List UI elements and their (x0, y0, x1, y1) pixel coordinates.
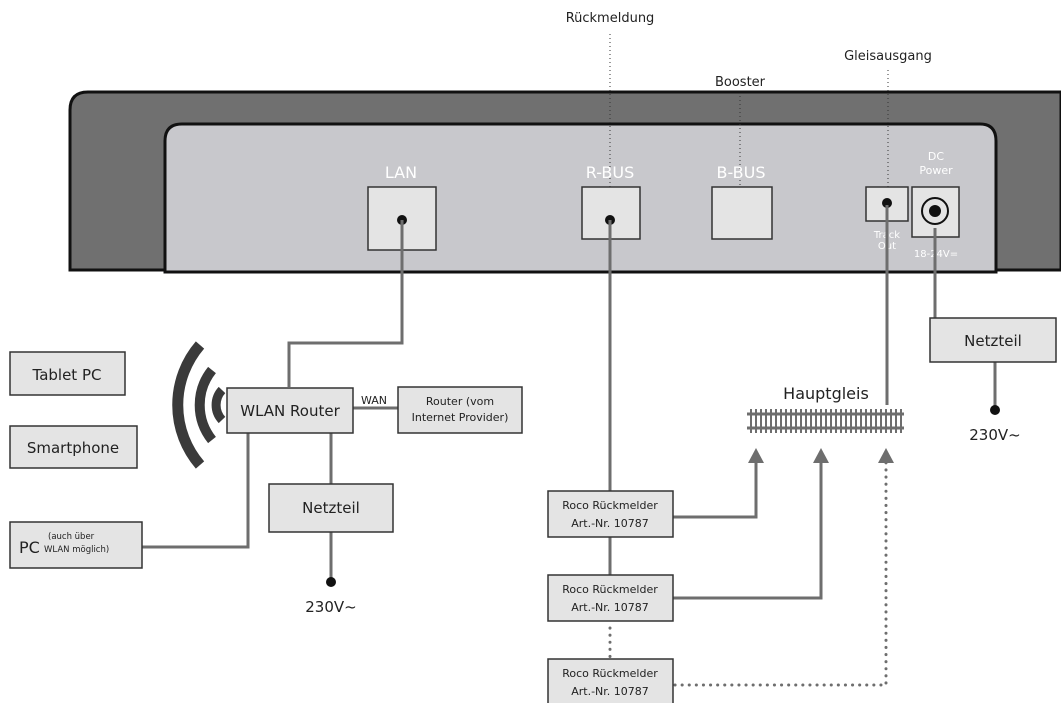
module-2-line1: Roco Rückmelder (562, 583, 658, 596)
wire-router-pc (142, 433, 250, 549)
label-hauptgleis: Hauptgleis (783, 384, 869, 403)
wire-module2-track (673, 462, 823, 600)
plug-dot-right (990, 405, 1000, 415)
feedback-module-1: Roco Rückmelder Art.-Nr. 10787 (547, 490, 674, 538)
module-3-line2: Art.-Nr. 10787 (571, 685, 649, 698)
plug-dot-left (326, 577, 336, 587)
wlan-router-box (226, 387, 354, 434)
tablet-pc-box (9, 351, 126, 396)
smartphone-box (9, 425, 138, 469)
arrow-2 (813, 448, 829, 463)
dotted-module3-track (673, 460, 888, 687)
pc-box (9, 521, 143, 569)
isp-router-line2: Internet Provider) (412, 411, 509, 424)
netzteil-right-box (929, 317, 1057, 363)
tablet-pc-label: Tablet PC (32, 366, 102, 384)
wire-lan-router (287, 220, 404, 387)
smartphone-label: Smartphone (27, 439, 119, 457)
pc-note-2: WLAN möglich) (44, 545, 109, 555)
wire-module1-track (673, 462, 758, 519)
label-gleisausgang: Gleisausgang (844, 49, 932, 64)
voltage-right-label: 230V~ (969, 426, 1020, 444)
dc-jack-ring (921, 197, 949, 225)
feedback-module-3: Roco Rückmelder Art.-Nr. 10787 (547, 658, 674, 703)
netzteil-left-label: Netzteil (302, 499, 360, 517)
isp-router-line1: Router (vom (426, 395, 494, 408)
wifi-icon (172, 341, 226, 469)
netzteil-left-box (268, 483, 394, 533)
arrow-1 (748, 448, 764, 463)
label-rueckmeldung: Rückmeldung (566, 11, 655, 26)
dc-label-2: Power (919, 164, 953, 177)
bbus-port (711, 186, 773, 240)
pc-label: PC (19, 538, 40, 557)
wan-label: WAN (361, 394, 387, 407)
netzteil-right-label: Netzteil (964, 332, 1022, 350)
module-3-line1: Roco Rückmelder (562, 667, 658, 680)
voltage-left-label: 230V~ (305, 598, 356, 616)
module-1-line2: Art.-Nr. 10787 (571, 517, 649, 530)
label-booster: Booster (715, 75, 766, 90)
isp-router-box (397, 386, 523, 434)
wlan-router-label: WLAN Router (240, 402, 340, 420)
port-label-rbus: R-BUS (586, 163, 635, 182)
port-label-bbus: B-BUS (716, 163, 765, 182)
arrow-3 (878, 448, 894, 463)
dc-jack-pin (929, 205, 941, 217)
feedback-module-2: Roco Rückmelder Art.-Nr. 10787 (547, 574, 674, 622)
pc-note-1: (auch über (48, 532, 95, 542)
port-label-lan: LAN (385, 163, 417, 182)
module-1-line1: Roco Rückmelder (562, 499, 658, 512)
main-track (747, 409, 904, 433)
track-out-port-dot (882, 198, 892, 208)
module-2-line2: Art.-Nr. 10787 (571, 601, 649, 614)
dc-label-1: DC (928, 150, 944, 163)
